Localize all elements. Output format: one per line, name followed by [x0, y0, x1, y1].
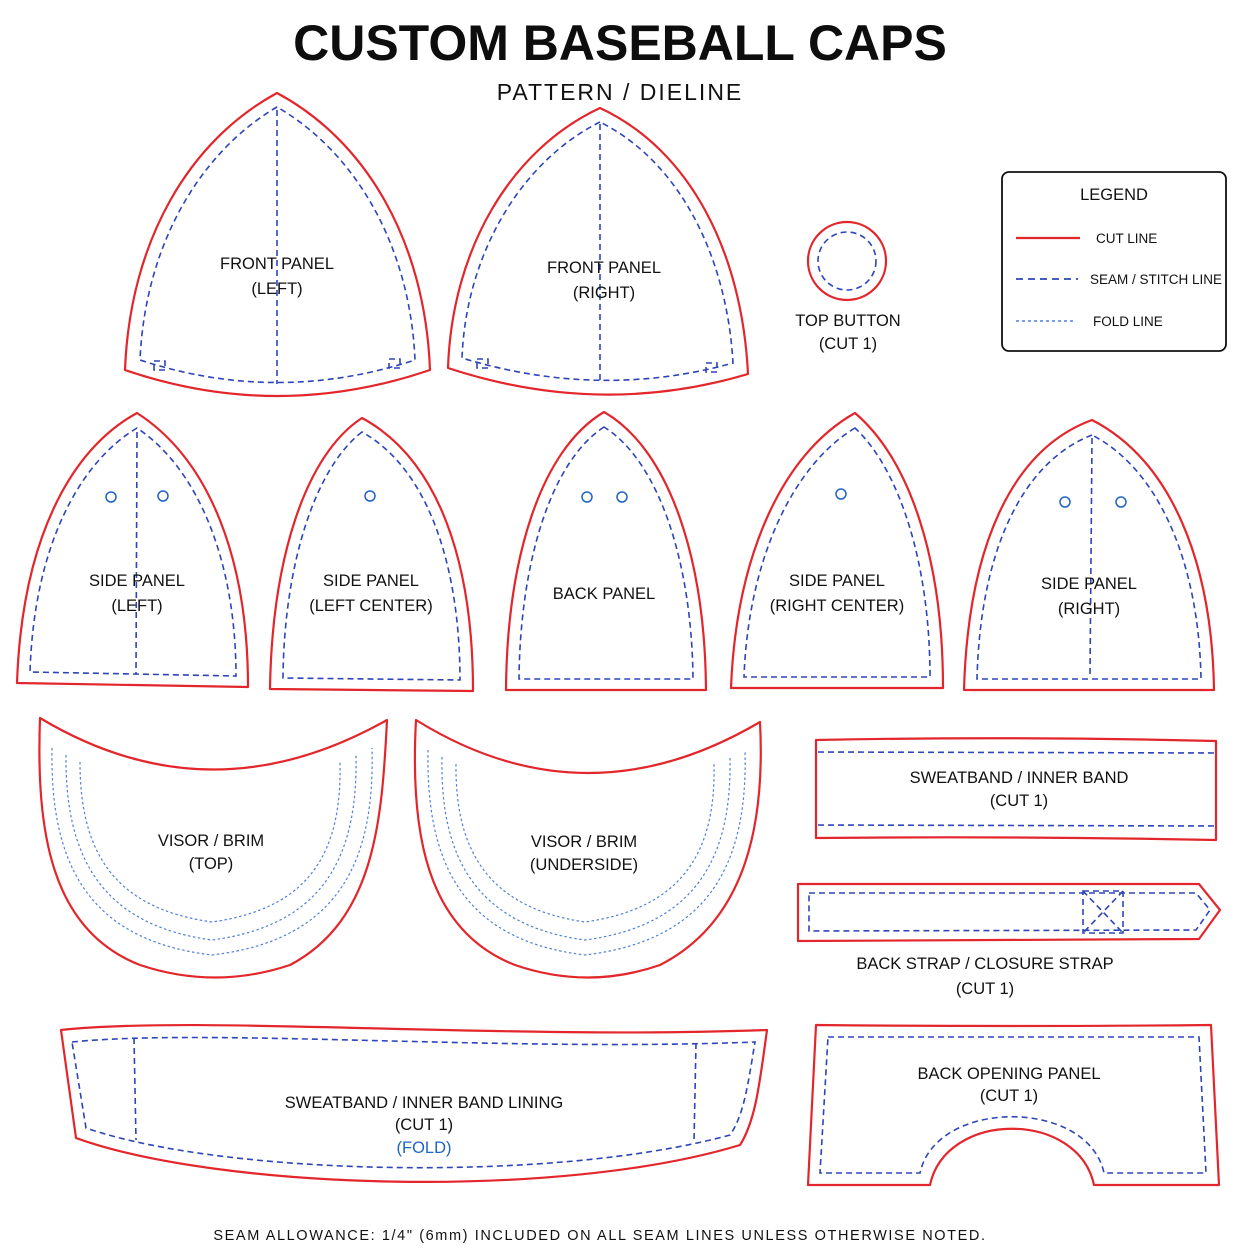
seam-allowance-note: SEAM ALLOWANCE: 1/4" (6mm) INCLUDED ON A…: [213, 1228, 986, 1244]
front-panel-right-label: FRONT PANEL: [547, 259, 661, 277]
back-strap-seam: [808, 892, 1212, 932]
back-opening-seam: [819, 1036, 1207, 1174]
visor-top-label: VISOR / BRIM: [158, 832, 264, 850]
side-panel-right: SIDE PANEL (RIGHT): [962, 418, 1216, 692]
eyelet-icon: [581, 491, 593, 503]
eyelet-icon: [616, 491, 628, 503]
side-panel-right-center-label: SIDE PANEL: [789, 572, 885, 590]
strap-bartack: [1082, 890, 1124, 934]
top-button-cut: [806, 220, 888, 302]
side-panel-right-seam: [976, 434, 1202, 680]
visor-top-fold: [79, 761, 341, 923]
front-panel-left-notch: [153, 360, 166, 371]
side-panel-right-center-sublabel: (RIGHT CENTER): [770, 597, 904, 615]
lining-sublabel: (CUT 1): [395, 1116, 453, 1134]
back-opening-panel: BACK OPENING PANEL (CUT 1): [806, 1023, 1221, 1187]
eyelet-icon: [105, 491, 117, 503]
back-panel-seam: [518, 426, 694, 680]
visor-top: VISOR / BRIM (TOP): [38, 716, 389, 979]
sweatband: SWEATBAND / INNER BAND (CUT 1): [814, 737, 1218, 842]
side-panel-left-cut: [15, 411, 250, 689]
legend-fold-label: FOLD LINE: [1093, 314, 1163, 329]
back-opening-label: BACK OPENING PANEL: [917, 1065, 1100, 1083]
page-title: CUSTOM BASEBALL CAPS: [293, 15, 947, 71]
legend-box: [1001, 171, 1227, 352]
sweatband-label: SWEATBAND / INNER BAND: [910, 769, 1129, 787]
side-panel-left-center-label: SIDE PANEL: [323, 572, 419, 590]
side-panel-left-sublabel: (LEFT): [111, 597, 162, 615]
front-panel-right-notch: [705, 362, 718, 373]
lining-fold-note: (FOLD): [397, 1139, 452, 1157]
visor-underside-fold: [427, 749, 746, 956]
back-panel-label: BACK PANEL: [553, 585, 655, 603]
visor-top-fold: [51, 747, 373, 956]
back-strap-sublabel: (CUT 1): [956, 980, 1014, 998]
sweatband-seam: [817, 751, 1215, 754]
side-panel-left-center: SIDE PANEL (LEFT CENTER): [268, 416, 475, 693]
eyelet-icon: [364, 490, 376, 502]
side-panel-left-center-seam: [282, 431, 461, 681]
front-panel-right-notch: [476, 358, 489, 369]
sweatband-lining: SWEATBAND / INNER BAND LINING (CUT 1) (F…: [59, 1023, 769, 1183]
visor-top-cut: [38, 716, 389, 979]
front-panel-left-sublabel: (LEFT): [251, 280, 302, 298]
sweatband-cut: [814, 737, 1218, 842]
visor-underside-sublabel: (UNDERSIDE): [530, 856, 638, 874]
visor-underside-fold: [441, 756, 731, 941]
visor-top-fold: [65, 754, 357, 941]
back-opening-cut: [806, 1023, 1221, 1187]
visor-top-sublabel: (TOP): [189, 855, 234, 873]
top-button-seam: [817, 231, 877, 291]
top-button: TOP BUTTON (CUT 1): [795, 220, 901, 353]
front-panel-left-label: FRONT PANEL: [220, 255, 334, 273]
side-panel-left-center-cut: [268, 416, 475, 693]
side-panel-left: SIDE PANEL (LEFT): [15, 411, 250, 689]
eyelet-icon: [835, 488, 847, 500]
visor-underside-cut: [413, 718, 762, 979]
front-panel-right-seam: [461, 121, 734, 382]
eyelet-icon: [1059, 496, 1071, 508]
side-panel-right-cut: [962, 418, 1216, 692]
sweatband-sublabel: (CUT 1): [990, 792, 1048, 810]
lining-seam: [71, 1036, 756, 1169]
side-panel-left-label: SIDE PANEL: [89, 572, 185, 590]
side-panel-left-seam: [29, 427, 237, 677]
back-strap-label: BACK STRAP / CLOSURE STRAP: [856, 955, 1113, 973]
back-strap-cut: [796, 882, 1222, 943]
front-panel-left: FRONT PANEL (LEFT): [123, 91, 432, 398]
sweatband-seam: [817, 824, 1215, 827]
lining-fold-seam: [693, 1042, 697, 1143]
front-panel-right: FRONT PANEL (RIGHT): [446, 106, 750, 396]
side-panel-left-center-seam: [135, 431, 138, 675]
side-panel-right-center-cut: [729, 411, 945, 690]
front-panel-right-cut: [446, 106, 750, 396]
legend-title: LEGEND: [1080, 186, 1148, 204]
back-panel: BACK PANEL: [504, 410, 708, 692]
legend: LEGEND CUT LINE SEAM / STITCH LINE FOLD …: [1001, 171, 1227, 352]
top-button-label: TOP BUTTON: [795, 312, 900, 330]
side-panel-right-sublabel: (RIGHT): [1058, 600, 1120, 618]
eyelet-icon: [157, 490, 169, 502]
back-strap: BACK STRAP / CLOSURE STRAP (CUT 1): [796, 882, 1222, 998]
legend-seam-label: SEAM / STITCH LINE: [1090, 272, 1222, 287]
back-panel-cut: [504, 410, 708, 692]
visor-underside-label: VISOR / BRIM: [531, 833, 637, 851]
side-panel-right-center: SIDE PANEL (RIGHT CENTER): [729, 411, 945, 690]
lining-cut: [59, 1023, 769, 1183]
eyelet-icon: [1115, 496, 1127, 508]
visor-underside: VISOR / BRIM (UNDERSIDE): [413, 718, 762, 979]
side-panel-left-center-sublabel: (LEFT CENTER): [309, 597, 432, 615]
lining-fold-seam: [133, 1037, 137, 1141]
top-button-sublabel: (CUT 1): [819, 335, 877, 353]
front-panel-left-notch: [388, 358, 401, 369]
legend-cut-label: CUT LINE: [1096, 231, 1157, 246]
lining-label: SWEATBAND / INNER BAND LINING: [285, 1094, 563, 1112]
front-panel-right-sublabel: (RIGHT): [573, 284, 635, 302]
page-subtitle: PATTERN / DIELINE: [497, 79, 744, 105]
side-panel-right-label: SIDE PANEL: [1041, 575, 1137, 593]
side-panel-right-center-seam: [743, 427, 931, 678]
back-opening-sublabel: (CUT 1): [980, 1087, 1038, 1105]
front-panel-left-seam: [139, 106, 416, 384]
